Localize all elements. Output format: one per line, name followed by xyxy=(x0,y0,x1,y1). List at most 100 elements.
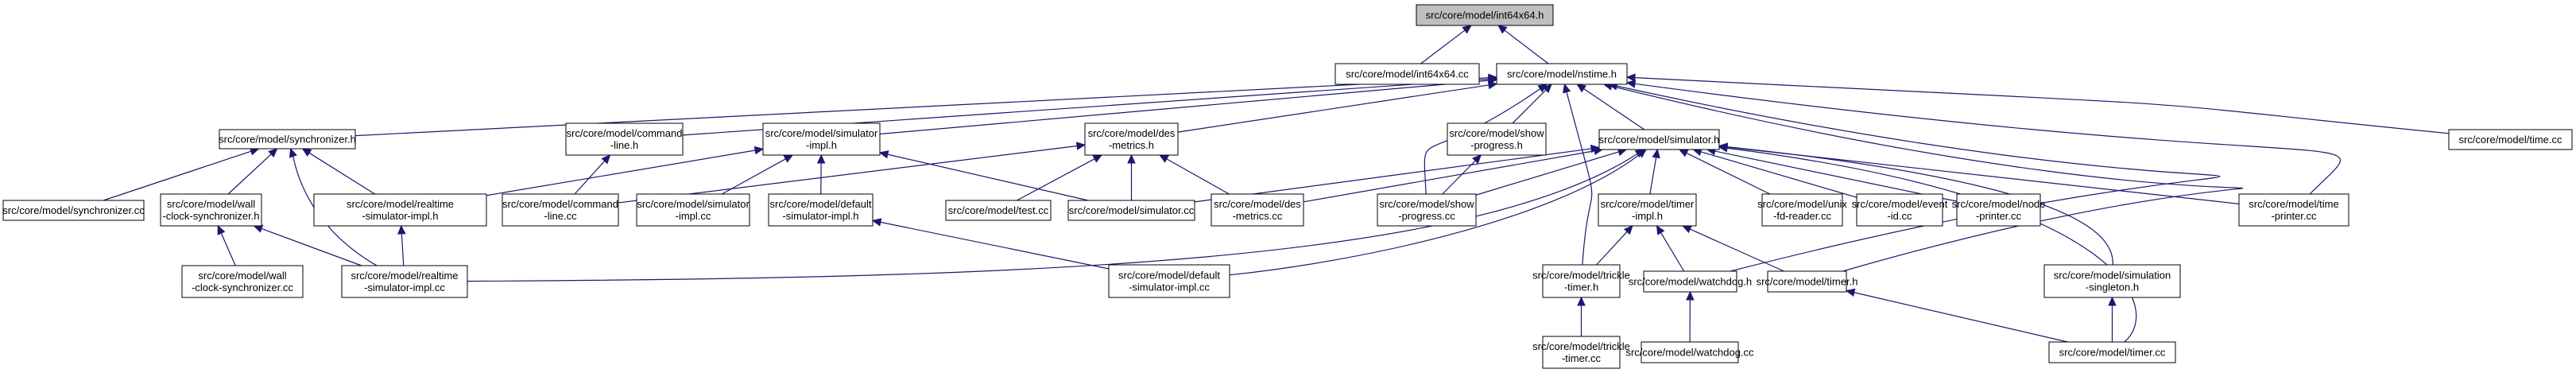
node-box[interactable] xyxy=(313,193,487,227)
node-simulator-h[interactable]: src/core/model/simulator.h xyxy=(1598,129,1720,150)
edge-timer-impl-h-to-simulator-h xyxy=(1649,157,1657,195)
node-box[interactable] xyxy=(1377,193,1477,227)
node-box[interactable] xyxy=(768,193,874,227)
node-label: -printer.cc xyxy=(1976,210,2022,222)
node-time-cc[interactable]: src/core/model/time.cc xyxy=(2448,129,2573,150)
node-box[interactable] xyxy=(2048,341,2176,363)
node-des-metrics-h[interactable]: src/core/model/des-metrics.h xyxy=(1084,122,1179,156)
node-box[interactable] xyxy=(762,122,881,156)
node-box[interactable] xyxy=(1641,341,1739,363)
arrowhead-icon xyxy=(2108,296,2117,306)
node-synchronizer-h[interactable]: src/core/model/synchronizer.h xyxy=(219,129,356,150)
node-simulator-cc[interactable]: src/core/model/simulator.cc xyxy=(1067,200,1195,221)
node-show-progress-h[interactable]: src/core/model/show-progress.h xyxy=(1447,122,1547,156)
node-label: src/core/model/default xyxy=(1118,270,1220,282)
node-box[interactable] xyxy=(2448,129,2573,150)
node-simulation-singleton-h[interactable]: src/core/model/simulation-singleton.h xyxy=(2043,264,2181,298)
edge-simulator-cc-to-simulator-h xyxy=(1194,148,1592,203)
node-timer-impl-h[interactable]: src/core/model/timer-impl.h xyxy=(1598,193,1697,227)
node-box[interactable] xyxy=(565,122,684,156)
node-show-progress-cc[interactable]: src/core/model/show-progress.cc xyxy=(1377,193,1477,227)
edge-simulator-impl-h-to-nstime-h xyxy=(879,80,1489,135)
arrowhead-icon xyxy=(601,154,611,165)
edge-node-printer-cc-to-simulator-h xyxy=(1714,150,1958,202)
node-box[interactable] xyxy=(160,193,262,227)
node-box[interactable] xyxy=(1211,193,1304,227)
node-box[interactable] xyxy=(219,129,356,150)
node-box[interactable] xyxy=(1334,63,1480,85)
node-wall-clock-synchronizer-cc[interactable]: src/core/model/wall-clock-synchronizer.c… xyxy=(181,265,304,298)
node-command-line-cc[interactable]: src/core/model/command-line.cc xyxy=(502,193,619,227)
node-default-simulator-impl-h[interactable]: src/core/model/default-simulator-impl.h xyxy=(768,193,874,227)
node-timer-h[interactable]: src/core/model/timer.h xyxy=(1757,270,1858,293)
node-node-printer-cc[interactable]: src/core/model/node-printer.cc xyxy=(1952,193,2046,227)
edge-default-simulator-impl-cc-to-simulator-h xyxy=(1229,153,1641,276)
node-des-metrics-cc[interactable]: src/core/model/des-metrics.cc xyxy=(1211,193,1304,227)
node-label: src/core/model/int64x64.h xyxy=(1426,10,1544,21)
edge-realtime-simulator-impl-h-to-simulator-impl-h xyxy=(486,150,756,196)
node-box[interactable] xyxy=(1084,122,1179,156)
arrowhead-icon xyxy=(871,218,882,227)
node-command-line-h[interactable]: src/core/model/command-line.h xyxy=(565,122,684,156)
arrowhead-icon xyxy=(1487,80,1498,90)
node-watchdog-h[interactable]: src/core/model/watchdog.h xyxy=(1629,270,1752,293)
node-time-printer-cc[interactable]: src/core/model/time-printer.cc xyxy=(2238,193,2349,227)
node-box[interactable] xyxy=(1416,4,1554,26)
node-box[interactable] xyxy=(1067,200,1195,221)
node-unix-fd-reader-cc[interactable]: src/core/model/unix-fd-reader.cc xyxy=(1757,193,1847,227)
node-box[interactable] xyxy=(341,265,468,298)
arrowhead-icon xyxy=(1678,149,1689,157)
node-watchdog-cc[interactable]: src/core/model/watchdog.cc xyxy=(1625,341,1754,363)
node-label: -simulator-impl.cc xyxy=(364,282,445,293)
node-box[interactable] xyxy=(1856,193,1943,227)
node-realtime-simulator-impl-cc[interactable]: src/core/model/realtime-simulator-impl.c… xyxy=(341,265,468,298)
node-box[interactable] xyxy=(502,193,619,227)
node-box[interactable] xyxy=(1598,193,1697,227)
node-wall-clock-synchronizer-h[interactable]: src/core/model/wall-clock-synchronizer.h xyxy=(160,193,262,227)
node-event-id-cc[interactable]: src/core/model/event-id.cc xyxy=(1852,193,1948,227)
node-synchronizer-cc[interactable]: src/core/model/synchronizer.cc xyxy=(2,200,145,221)
arrowhead-icon xyxy=(1159,154,1169,163)
node-box[interactable] xyxy=(2238,193,2349,227)
arrowhead-icon xyxy=(816,153,826,164)
node-trickle-timer-h[interactable]: src/core/model/trickle-timer.h xyxy=(1532,264,1630,298)
node-box[interactable] xyxy=(1542,336,1621,369)
node-label: src/core/model/trickle xyxy=(1532,270,1630,282)
node-label: -metrics.h xyxy=(1109,139,1154,151)
node-label: src/core/model/synchronizer.h xyxy=(219,134,356,146)
node-box[interactable] xyxy=(1956,193,2041,227)
node-label: src/core/model/simulator xyxy=(765,127,878,139)
node-box[interactable] xyxy=(1496,63,1628,85)
node-int64x64-h[interactable]: src/core/model/int64x64.h xyxy=(1416,4,1554,26)
node-simulator-impl-cc[interactable]: src/core/model/simulator-impl.cc xyxy=(636,193,750,227)
node-box[interactable] xyxy=(945,200,1052,221)
node-box[interactable] xyxy=(181,265,304,298)
node-box[interactable] xyxy=(1108,264,1230,298)
node-box[interactable] xyxy=(1761,193,1843,227)
node-label: -progress.h xyxy=(1470,139,1523,151)
node-box[interactable] xyxy=(1643,270,1737,293)
arrowhead-icon xyxy=(1092,154,1103,163)
node-simulator-impl-h[interactable]: src/core/model/simulator-impl.h xyxy=(762,122,881,156)
node-test-cc[interactable]: src/core/model/test.cc xyxy=(945,200,1052,221)
edge-wall-clock-synchronizer-cc-to-wall-clock-synchronizer-h xyxy=(220,232,236,266)
node-box[interactable] xyxy=(1542,264,1621,298)
edge-test-cc-to-des-metrics-h xyxy=(1017,158,1095,201)
node-timer-cc[interactable]: src/core/model/timer.cc xyxy=(2048,341,2176,363)
node-label: src/core/model/int64x64.cc xyxy=(1346,68,1469,80)
edge-realtime-simulator-impl-h-to-synchronizer-h xyxy=(308,152,375,195)
arrowhead-icon xyxy=(1682,225,1692,234)
node-box[interactable] xyxy=(636,193,750,227)
node-trickle-timer-cc[interactable]: src/core/model/trickle-timer.cc xyxy=(1532,336,1630,369)
node-box[interactable] xyxy=(1767,270,1847,293)
arrowhead-icon xyxy=(1623,225,1633,235)
node-box[interactable] xyxy=(2043,264,2181,298)
node-realtime-simulator-impl-h[interactable]: src/core/model/realtime-simulator-impl.h xyxy=(313,193,487,227)
node-default-simulator-impl-cc[interactable]: src/core/model/default-simulator-impl.cc xyxy=(1108,264,1230,298)
node-box[interactable] xyxy=(1447,122,1547,156)
node-int64x64-cc[interactable]: src/core/model/int64x64.cc xyxy=(1334,63,1480,85)
node-label: -timer.cc xyxy=(1562,352,1602,364)
node-nstime-h[interactable]: src/core/model/nstime.h xyxy=(1496,63,1628,85)
node-box[interactable] xyxy=(1598,129,1720,150)
node-box[interactable] xyxy=(2,200,145,221)
